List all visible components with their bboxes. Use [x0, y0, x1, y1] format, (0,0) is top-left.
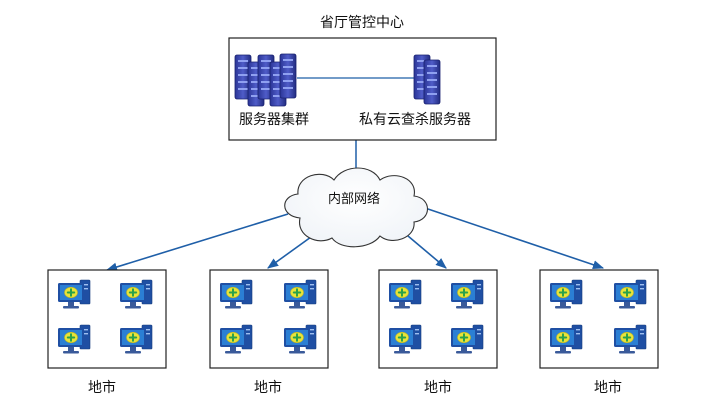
private-cloud-server-label: 私有云查杀服务器: [359, 112, 471, 128]
city-label-4: 地市: [594, 380, 622, 396]
cloud-icon: [284, 167, 429, 248]
arrow-to-city-4: [424, 207, 605, 270]
city-label-1: 地市: [88, 380, 116, 396]
city-label-3: 地市: [424, 380, 452, 396]
server-cluster-label: 服务器集群: [239, 112, 309, 128]
private-cloud-server-icon: [413, 54, 441, 105]
arrow-to-city-1: [105, 213, 289, 272]
internal-network-label: 内部网络: [328, 192, 381, 207]
control-center-title: 省厅管控中心: [320, 15, 404, 31]
arrow-to-city-3: [407, 235, 447, 269]
city-label-2: 地市: [254, 380, 282, 396]
server-cluster-icon: [234, 53, 297, 107]
arrow-to-city-2: [267, 236, 312, 269]
